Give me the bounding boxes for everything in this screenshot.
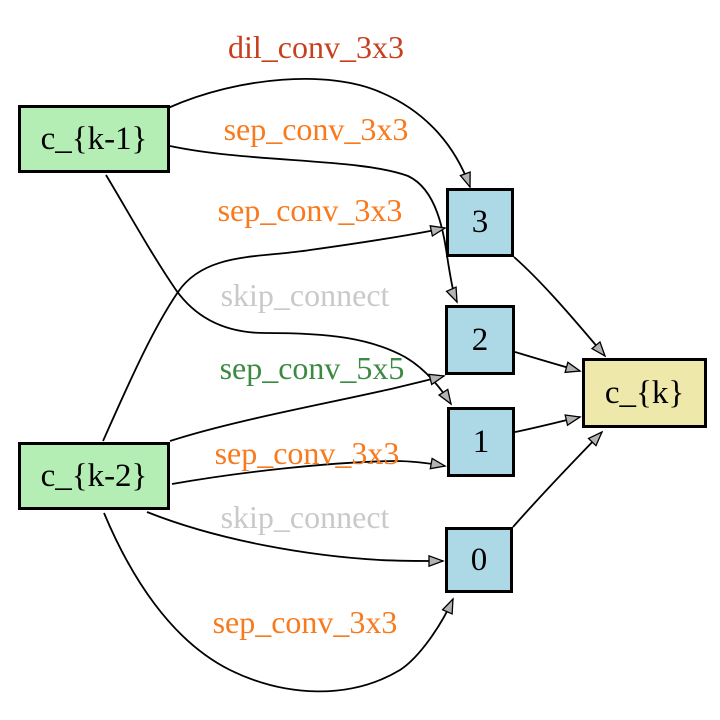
node-0: 0	[445, 527, 513, 593]
edge-label-dil-conv-3x3: dil_conv_3x3	[228, 29, 404, 65]
edge-ck1-to-3-dil-conv	[167, 78, 471, 189]
edge-ck1-to-1-skip-connect	[105, 174, 453, 406]
edge-label-sep-conv-3x3-ck2-3: sep_conv_3x3	[217, 192, 403, 228]
edge-2-to-ck	[514, 351, 582, 374]
edge-1-to-ck	[514, 414, 582, 433]
edge-label-sep-conv-5x5: sep_conv_5x5	[219, 350, 405, 386]
edge-ck2-to-0-skip-connect	[146, 511, 445, 568]
edge-ck2-to-3-sep-conv	[102, 225, 447, 442]
edge-ck1-to-2-sep-conv	[169, 145, 458, 304]
edge-ck2-to-1-sep-conv	[171, 457, 447, 485]
edge-label-skip-connect-ck2-0: skip_connect	[220, 499, 390, 535]
edge-ck2-to-0-sep-conv	[103, 512, 454, 693]
node-c-k-1: c_{k-1}	[18, 105, 170, 173]
edge-label-sep-conv-3x3-ck2-1: sep_conv_3x3	[214, 435, 400, 471]
edge-0-to-ck	[512, 430, 604, 528]
edge-label-sep-conv-3x3-ck1-2: sep_conv_3x3	[223, 111, 409, 147]
edge-ck2-to-2-sep-conv-5x5	[169, 373, 446, 442]
edge-label-sep-conv-3x3-ck2-0: sep_conv_3x3	[212, 604, 398, 640]
node-c-k: c_{k}	[582, 358, 707, 428]
node-c-k-2: c_{k-2}	[18, 442, 170, 510]
node-3: 3	[446, 188, 514, 257]
node-1: 1	[447, 407, 515, 477]
edge-3-to-ck	[513, 256, 607, 358]
node-2: 2	[445, 305, 515, 375]
edge-label-skip-connect-ck1-1: skip_connect	[220, 277, 390, 313]
